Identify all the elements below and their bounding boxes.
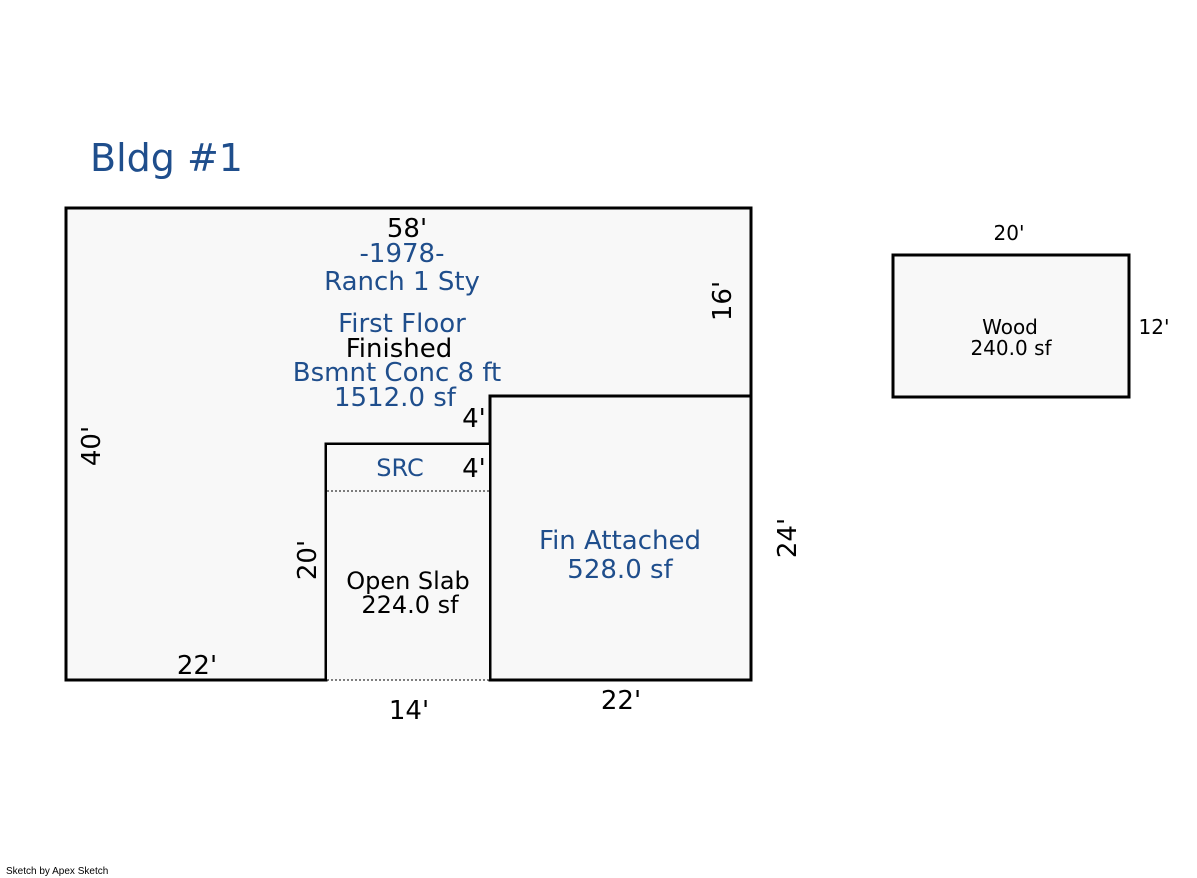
main-year: -1978- — [360, 239, 445, 269]
main-area: 1512.0 sf — [334, 383, 457, 413]
garage-area: 528.0 sf — [567, 555, 673, 585]
main-dim-top: 58' — [387, 214, 427, 244]
wood-label: Wood — [982, 315, 1038, 339]
src-label: SRC — [376, 454, 423, 482]
building-title: Bldg #1 — [90, 136, 243, 180]
garage-dim-right: 24' — [773, 518, 803, 558]
open-slab-label: Open Slab — [346, 567, 470, 595]
open-slab-area — [327, 445, 489, 680]
main-floor: First Floor — [338, 309, 466, 339]
garage-dim-bottom: 22' — [601, 686, 641, 716]
wood-area: 240.0 sf — [970, 336, 1052, 360]
main-basement: Bsmnt Conc 8 ft — [293, 358, 501, 388]
open-slab-area-label: 224.0 sf — [361, 591, 459, 619]
garage-outline — [488, 394, 753, 682]
main-dim-left: 40' — [77, 426, 107, 466]
main-finish: Finished — [346, 334, 453, 364]
wood-dim-right: 12' — [1139, 315, 1170, 339]
main-dim-step-upper: 4' — [462, 404, 486, 434]
main-dim-step-lower: 4' — [462, 454, 486, 484]
main-dim-right-upper: 16' — [708, 281, 738, 321]
main-style: Ranch 1 Sty — [324, 267, 480, 297]
wood-dim-top: 20' — [994, 221, 1025, 245]
main-dim-bottom-left: 22' — [177, 651, 217, 681]
open-slab-dim-bottom: 14' — [389, 696, 429, 726]
garage-label: Fin Attached — [539, 526, 701, 556]
wood-deck-outline — [891, 253, 1131, 399]
main-dim-notch-left: 20' — [293, 540, 323, 580]
footer-credit: Sketch by Apex Sketch — [6, 866, 109, 877]
